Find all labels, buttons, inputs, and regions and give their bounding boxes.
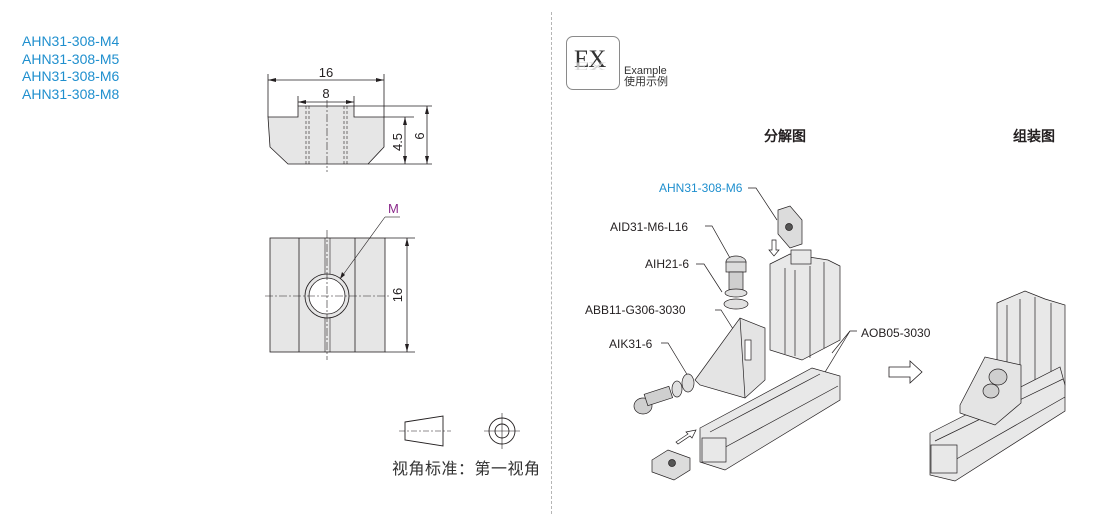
exploded-view-illustration <box>633 187 857 481</box>
arrow-right-icon <box>888 360 923 384</box>
lower-bolt-part <box>633 373 695 415</box>
example-badge: EX EX <box>566 36 620 90</box>
vertical-profile-part <box>769 249 841 361</box>
arrow-down-icon <box>768 239 780 257</box>
part-number-list: AHN31-308-M4 AHN31-308-M5 AHN31-308-M6 A… <box>22 33 119 103</box>
thread-label: M <box>388 201 399 216</box>
part-number-item[interactable]: AHN31-308-M5 <box>22 50 120 67</box>
bolt-part <box>723 255 749 310</box>
projection-symbol <box>399 413 520 449</box>
part-number-item[interactable]: AHN31-308-M8 <box>22 85 120 102</box>
callout-bolt[interactable]: AID31-M6-L16 <box>610 220 689 234</box>
example-label-en: Example <box>624 65 667 77</box>
exploded-view-title: 分解图 <box>764 129 806 145</box>
arrow-diagonal-icon <box>675 429 697 445</box>
section-divider <box>551 12 552 514</box>
part-number-item[interactable]: AHN31-308-M4 <box>22 33 120 49</box>
t-nut-part <box>777 205 803 249</box>
dim-overall-width: 16 <box>319 65 333 80</box>
example-badge-text: EX <box>574 46 606 73</box>
truncated-cone-icon <box>404 415 444 447</box>
t-nut-profile <box>267 105 385 165</box>
assembled-view-title: 组装图 <box>1013 129 1055 145</box>
part-number-item[interactable]: AHN31-308-M6 <box>22 68 120 84</box>
callout-spring-washer[interactable]: AIK31-6 <box>609 337 653 351</box>
front-view-drawing: 16 8 4.5 6 <box>267 65 432 172</box>
horizontal-profile-part <box>699 367 841 471</box>
assembled-bolt-lower <box>982 383 1000 399</box>
assembled-view-illustration <box>929 290 1066 482</box>
dim-top-width: 8 <box>322 86 329 101</box>
dim-height-total: 6 <box>412 132 427 139</box>
callout-profile[interactable]: AOB05-3030 <box>861 326 931 340</box>
example-label: Example 使用示例 <box>624 66 668 88</box>
callout-washer[interactable]: AIH21-6 <box>645 257 690 271</box>
callout-bracket[interactable]: ABB11-G306-3030 <box>585 303 686 317</box>
top-view-drawing: M 16 <box>265 201 415 360</box>
dim-height-base: 4.5 <box>390 133 405 151</box>
example-label-cn: 使用示例 <box>624 76 668 88</box>
callout-t-nut[interactable]: AHN31-308-M6 <box>659 181 743 195</box>
example-badge-reflection: EX <box>574 59 606 72</box>
assembled-horizontal-profile <box>929 366 1066 482</box>
lower-t-nut-part <box>651 449 691 481</box>
projection-standard-label: 视角标准：第一视角 <box>392 459 541 478</box>
dim-length: 16 <box>390 288 405 302</box>
assembled-bolt-upper <box>988 368 1008 386</box>
angle-bracket-part <box>694 317 766 399</box>
